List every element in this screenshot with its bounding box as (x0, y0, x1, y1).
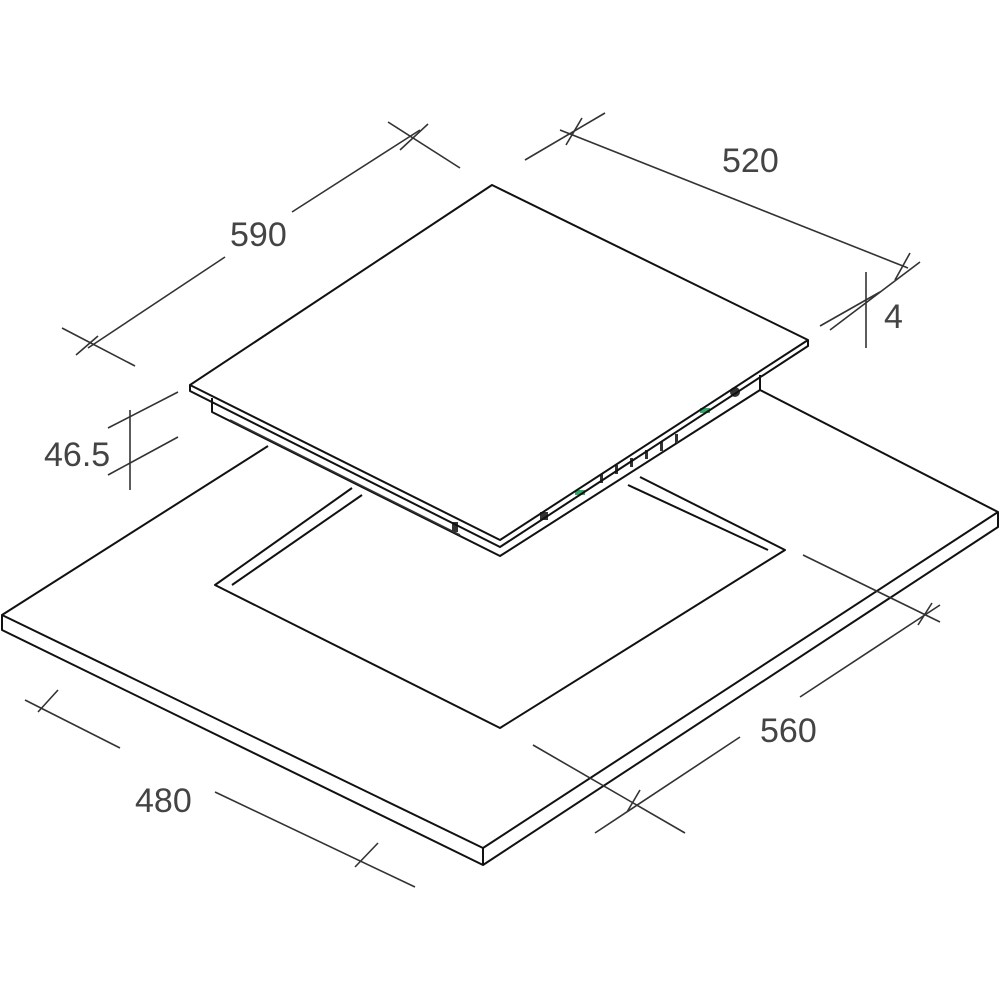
dimension-hob-width: 590 (230, 216, 287, 254)
cutout (214, 476, 786, 729)
countertop (1, 389, 999, 866)
dimension-cutout-width: 560 (760, 712, 817, 750)
dimension-cutout-depth: 480 (135, 782, 192, 820)
dimension-hob-depth: 520 (722, 142, 779, 180)
hob-body (211, 375, 761, 557)
hob-glass (189, 184, 809, 548)
dimension-lines (24, 112, 941, 888)
dimension-hob-height: 46.5 (44, 436, 110, 474)
dimension-glass-thickness: 4 (884, 298, 903, 336)
